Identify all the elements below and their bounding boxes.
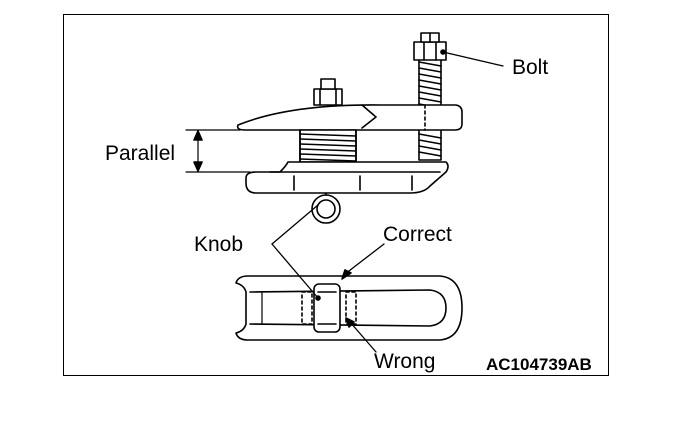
knob-label: Knob — [194, 233, 244, 256]
upper-arm — [236, 104, 463, 131]
parallel-label: Parallel — [105, 142, 176, 165]
knob-leader-bottom — [271, 243, 319, 299]
spring — [299, 129, 357, 163]
wrong-label: Wrong — [374, 350, 436, 373]
wrong-leader — [349, 321, 377, 353]
correct-label: Correct — [383, 223, 452, 246]
lower-arm — [245, 161, 449, 194]
center-bolt — [313, 78, 343, 106]
knob-in-fork — [301, 283, 357, 333]
fork-tool — [235, 275, 463, 341]
knob-leader-top — [271, 204, 319, 245]
bolt-head — [413, 32, 447, 61]
knob-ball — [311, 192, 341, 224]
figure-code: AC104739AB — [486, 355, 592, 374]
bolt-leader — [442, 51, 504, 67]
bolt-label: Bolt — [512, 56, 549, 79]
correct-leader — [344, 243, 385, 275]
parallel-dimension — [185, 129, 251, 173]
